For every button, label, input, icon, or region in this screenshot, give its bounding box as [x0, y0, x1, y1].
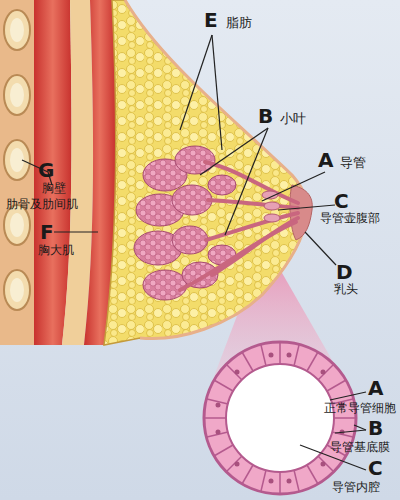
- part-name: 导管壶腹部: [320, 212, 380, 224]
- callout-letter: A: [318, 150, 333, 170]
- chest-wall: [0, 0, 34, 345]
- part-name: 肋骨及肋间肌: [6, 198, 78, 210]
- fascia: [62, 0, 93, 345]
- breast-fat: [104, 0, 308, 345]
- ribs: [4, 10, 30, 310]
- part-name: 导管内腔: [332, 481, 380, 493]
- rib-marrow: [10, 18, 24, 302]
- intercostal-muscle: [34, 0, 72, 345]
- cell-nuclei: [216, 353, 345, 484]
- callout-letter: C: [368, 458, 383, 478]
- callout-letter: B: [368, 418, 383, 438]
- leader-lines: [22, 35, 366, 470]
- part-name: 导管基底膜: [330, 441, 390, 453]
- part-name: 胸壁: [42, 182, 66, 194]
- callout-letter: C: [334, 191, 349, 211]
- skin: [125, 0, 308, 339]
- part-name: 乳头: [334, 283, 358, 295]
- callout-letter: E: [204, 10, 218, 30]
- part-name: 胸大肌: [38, 244, 74, 256]
- ducts: [180, 162, 298, 290]
- callout-letter: D: [336, 262, 353, 282]
- lobules: [134, 146, 236, 300]
- part-name: 导管: [340, 156, 366, 169]
- part-name: 正常导管细胞: [324, 402, 396, 414]
- duct-ampullae: [262, 191, 280, 222]
- callout-letter: G: [38, 160, 54, 180]
- callout-letter: B: [258, 106, 273, 126]
- duct-lumen: [226, 364, 334, 472]
- part-name: 脂肪: [226, 16, 252, 29]
- callout-letter: F: [40, 222, 54, 242]
- duct-cross-section: [204, 342, 356, 494]
- callout-letter: A: [368, 378, 383, 398]
- duct-cells: [204, 342, 356, 494]
- part-name: 小叶: [280, 112, 306, 125]
